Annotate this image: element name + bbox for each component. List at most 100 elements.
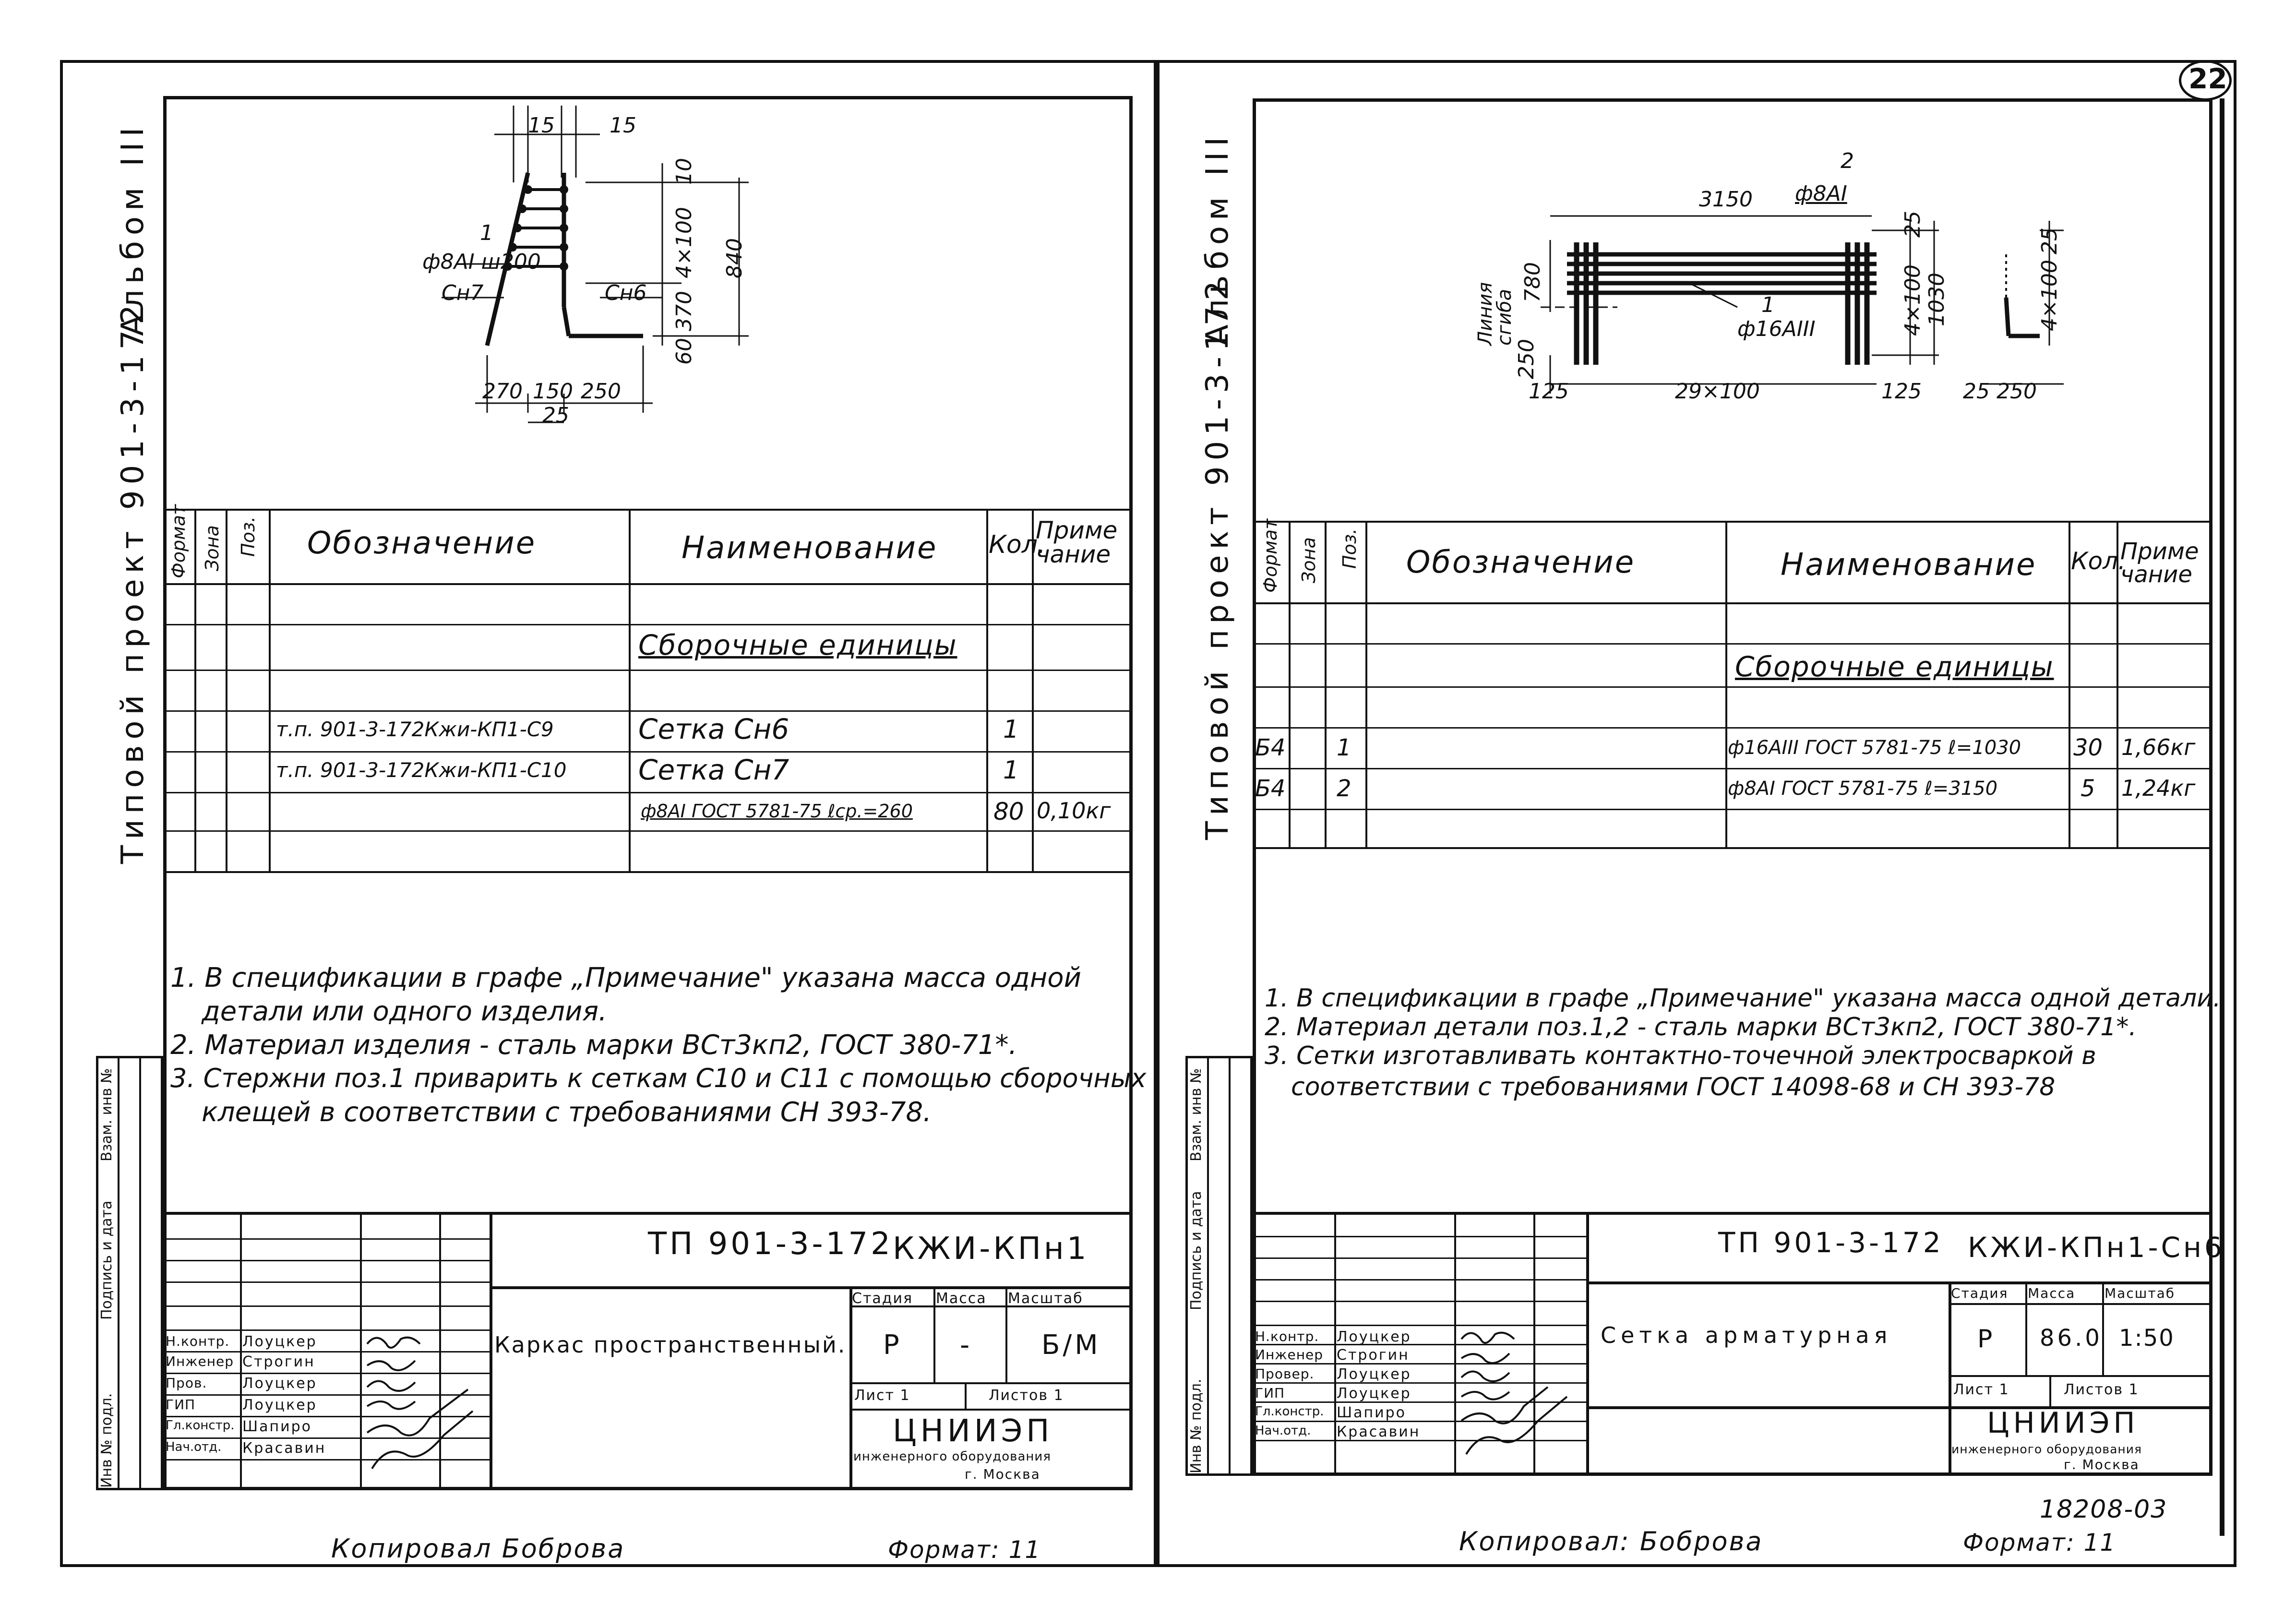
page-number: 22 <box>2188 62 2227 95</box>
right-th-note: Примечание <box>2120 538 2199 588</box>
right-role-1: Н.контр. <box>1255 1329 1319 1344</box>
right-row2-name: ф8AI ГОСТ 5781-75 ℓ=3150 <box>1728 778 1998 800</box>
right-stamp-mark: КЖИ-КПн1-Сн6 <box>1968 1231 2225 1264</box>
right-row1-note: 1,66кг <box>2121 734 2196 760</box>
right-dim-780: 780 <box>1520 262 1545 302</box>
right-role-5: Гл.констр. <box>1255 1404 1324 1419</box>
right-section-title: Сборочные единицы <box>1735 650 2054 683</box>
left-stamp-scale: Б/М <box>1041 1329 1101 1361</box>
right-stamp-mass-h: Масса <box>2028 1285 2076 1301</box>
left-format: Формат: 11 <box>888 1536 1041 1564</box>
left-stamp-sheet: Лист 1 <box>854 1387 910 1404</box>
left-role-1: Н.контр. <box>166 1333 230 1349</box>
left-th-note: Примечание <box>1036 516 1118 568</box>
left-role-2: Инженер <box>166 1353 234 1369</box>
left-stamp-scale-h: Масштаб <box>1008 1290 1083 1307</box>
right-doc-number: 18208-03 <box>2040 1495 2168 1524</box>
right-name-6: Красавин <box>1337 1424 1421 1440</box>
left-section-title: Сборочные единицы <box>638 629 957 661</box>
left-stamp-mass-h: Масса <box>936 1290 987 1307</box>
right-dim-250b: 250 <box>1997 379 2037 404</box>
left-outer-frame <box>60 60 1157 1567</box>
left-name-5: Шапиро <box>242 1418 312 1435</box>
right-th-oboz: Обозначение <box>1406 545 1636 580</box>
left-tag-cn6: Cн6 <box>605 281 647 305</box>
right-row2-qty: 5 <box>2081 775 2095 802</box>
right-dim-1030: 1030 <box>1925 273 1949 326</box>
left-dim-270: 270 <box>482 379 523 404</box>
left-row1-name: Сетка Сн6 <box>638 713 789 745</box>
left-row2-qty: 1 <box>1003 756 1019 785</box>
right-name-3: Лоуцкер <box>1337 1366 1411 1383</box>
left-stamp-org2: инженерного оборудования <box>853 1449 1051 1464</box>
left-row3-qty: 80 <box>993 798 1024 826</box>
left-note-3b: клещей в соответствии с требованиями СН … <box>202 1097 932 1128</box>
right-row2-pos: 2 <box>1337 775 1351 802</box>
left-dim-10: 10 <box>672 158 696 185</box>
left-row2-oboz: т.п. 901-3-172Кжи-КП1-С10 <box>276 758 567 782</box>
right-note-2: 2. Материал детали поз.1,2 - сталь марки… <box>1265 1013 2137 1041</box>
right-name-5: Шапиро <box>1337 1404 1406 1421</box>
left-name-6: Красавин <box>242 1440 326 1457</box>
left-frame-drawing <box>442 106 749 423</box>
left-dim-150: 150 <box>533 379 573 404</box>
right-dim-25b: 25 <box>1963 379 1990 404</box>
left-role-3: Пров. <box>166 1375 207 1391</box>
left-row1-oboz: т.п. 901-3-172Кжи-КП1-С9 <box>276 718 554 741</box>
right-stamp-org: ЦНИИЭП <box>1987 1406 2139 1440</box>
left-signatures <box>366 1336 474 1470</box>
left-side-project: Типовой проект 901-3-172 <box>115 299 151 864</box>
right-side-album: Альбом III <box>1200 131 1235 346</box>
right-outer-frame <box>1157 60 2236 1567</box>
left-dim-top-right: 15 <box>610 113 636 138</box>
left-note-2: 2. Материал изделия - сталь марки ВСт3кп… <box>170 1029 1017 1061</box>
right-dim-25c: 25 <box>2037 227 2062 254</box>
left-pos-number: 1 <box>480 221 493 245</box>
right-th-name: Наименование <box>1781 547 2037 583</box>
right-bar-8ai: ф8AI <box>1795 181 1847 206</box>
right-th-qty: Кол. <box>2071 547 2126 575</box>
right-dim-4x100: 4×100 <box>1901 264 1925 336</box>
right-role-6: Нач.отд. <box>1255 1424 1311 1438</box>
right-row1-qty: 30 <box>2073 734 2103 761</box>
left-copied: Копировал Боброва <box>331 1533 625 1564</box>
left-name-3: Лоуцкер <box>242 1375 317 1392</box>
right-pos-2: 2 <box>1841 149 1854 173</box>
right-stamp-stage: Р <box>1977 1325 1996 1353</box>
right-dim-3150: 3150 <box>1699 187 1753 212</box>
page-number-badge <box>2179 60 2232 101</box>
left-dim-370: 370 <box>672 291 696 331</box>
left-th-zone: Зона <box>202 525 223 571</box>
right-stamp-org2: инженерного оборудования <box>1951 1442 2142 1456</box>
left-tag-cn7: Cн7 <box>442 281 484 305</box>
right-binding-columns <box>1185 1056 1253 1476</box>
left-role-5: Гл.констр. <box>166 1418 235 1433</box>
left-th-qty: Кол. <box>989 530 1046 559</box>
right-th-format: Формат <box>1260 518 1281 593</box>
right-stamp-title: Сетка арматурная <box>1601 1322 1892 1348</box>
left-dim-840: 840 <box>722 238 747 278</box>
left-role-6: Нач.отд. <box>166 1440 222 1454</box>
right-th-pos: Поз. <box>1339 528 1360 569</box>
right-inv-label: Инв № подл. <box>1188 1378 1205 1473</box>
right-mesh-drawing <box>1541 215 2064 394</box>
right-bar-16aiii: ф16AIII <box>1737 317 1816 341</box>
left-dim-4x100: 4×100 <box>672 207 696 278</box>
left-th-oboz: Обозначение <box>307 526 537 561</box>
right-row1-fmt: Б4 <box>1255 734 1286 761</box>
left-th-format: Формат <box>168 504 189 578</box>
right-signatures <box>1460 1331 1568 1455</box>
left-row1-qty: 1 <box>1003 715 1019 744</box>
left-name-4: Лоуцкер <box>242 1397 317 1413</box>
right-role-2: Инженер <box>1255 1347 1324 1363</box>
right-thick-edge <box>2220 98 2224 1536</box>
left-stamp-title: Каркас пространственный. <box>494 1332 847 1358</box>
right-weld-line: Линия сгиба <box>1474 282 1516 346</box>
left-stamp-sheets: Листов 1 <box>989 1387 1064 1404</box>
right-stamp-code: ТП 901-3-172 <box>1718 1226 1944 1259</box>
right-stamp-city: г. Москва <box>2064 1457 2140 1472</box>
left-stamp-code: ТП 901-3-172 <box>648 1226 893 1262</box>
right-role-3: Провер. <box>1255 1366 1315 1382</box>
left-row2-name: Сетка Сн7 <box>638 754 789 786</box>
right-name-1: Лоуцкер <box>1337 1329 1411 1345</box>
